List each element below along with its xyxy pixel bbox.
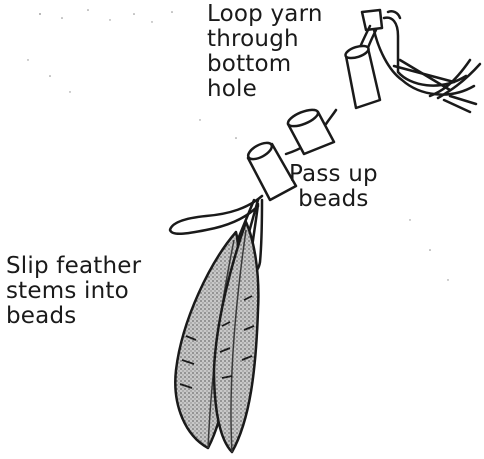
label-slip-feather: Slip feather stems into beads <box>6 254 141 329</box>
label-pass-beads: Pass up beads <box>289 162 378 212</box>
label-loop-yarn: Loop yarn through bottom hole <box>207 2 323 102</box>
feather-icon <box>175 222 258 452</box>
